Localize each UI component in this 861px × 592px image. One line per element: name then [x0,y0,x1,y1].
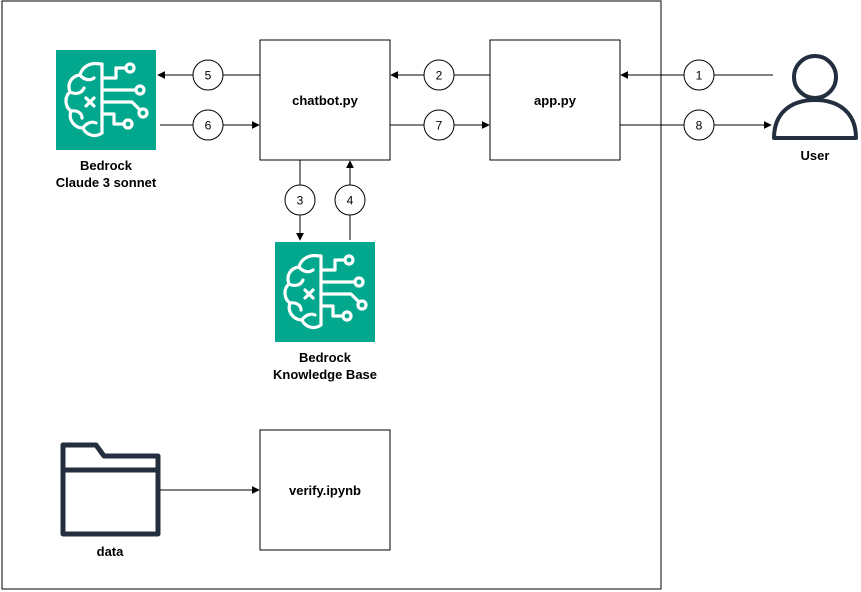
user-icon [772,54,858,140]
verify-node: verify.ipynb [259,429,391,551]
step-badge: 4 [334,184,366,216]
user-node: User [772,54,858,163]
step-badge: 2 [423,59,455,91]
step-number: 1 [696,69,703,83]
app-box [489,39,621,161]
claude-label-line1: Bedrock [80,158,133,173]
brain-circuit-icon [275,242,375,342]
step-badge: 1 [683,59,715,91]
claude-node: Bedrock Claude 3 sonnet [56,50,157,190]
step-number: 3 [297,194,304,208]
app-node: app.py [489,39,621,161]
step-badge: 6 [192,109,224,141]
system-boundary [1,0,662,590]
step-badge: 7 [423,109,455,141]
verify-box [259,429,391,551]
folder-icon [60,442,161,537]
brain-circuit-icon [56,50,156,150]
step-number: 7 [436,119,443,133]
step-number: 8 [696,119,703,133]
chatbot-box [259,39,391,161]
step-number: 6 [205,119,212,133]
user-label: User [801,148,830,163]
connectors [157,71,773,494]
kb-label-line2: Knowledge Base [273,367,377,382]
app-label: app.py [534,93,577,108]
kb-label-line1: Bedrock [299,350,352,365]
step-number: 4 [347,194,354,208]
kb-node: Bedrock Knowledge Base [273,242,377,382]
chatbot-label: chatbot.py [292,93,358,108]
verify-label: verify.ipynb [289,483,361,498]
step-badge: 8 [683,109,715,141]
chatbot-node: chatbot.py [259,39,391,161]
step-number: 5 [205,69,212,83]
step-badge: 3 [284,184,316,216]
step-number: 2 [436,69,443,83]
step-badge: 5 [192,59,224,91]
data-node: data [60,442,161,559]
step-badges: 1 2 3 4 5 6 7 8 [192,59,715,216]
claude-label-line2: Claude 3 sonnet [56,175,157,190]
data-label: data [97,544,125,559]
